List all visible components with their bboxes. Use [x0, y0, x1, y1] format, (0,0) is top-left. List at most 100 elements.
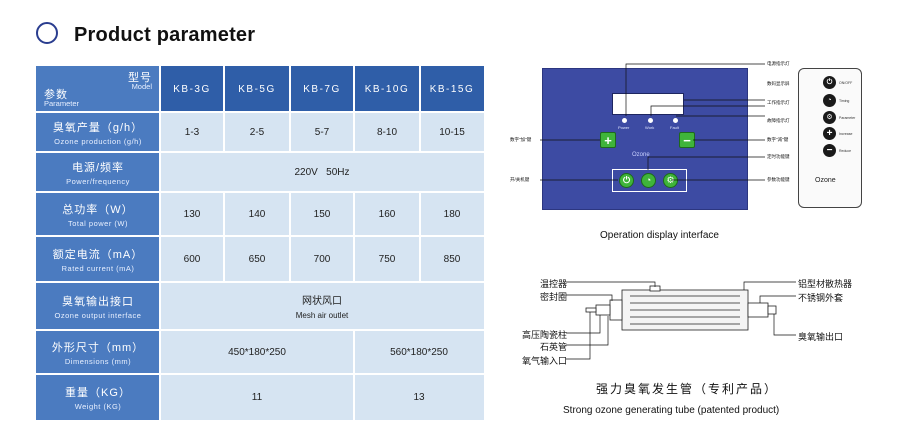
timing-button[interactable]: ◔	[641, 173, 656, 188]
row-label-en: Total power (W)	[67, 218, 128, 228]
grid-line	[36, 329, 484, 331]
power-led-label: Power	[618, 125, 630, 130]
work-led-icon	[648, 118, 653, 123]
callout-decrease-key: 数字"减"键	[767, 137, 789, 142]
remote-power-key[interactable]: ⏻	[823, 76, 836, 89]
grid-line	[36, 191, 484, 193]
grid-line	[36, 151, 484, 153]
digital-display	[612, 93, 684, 115]
table-cell: 2-5	[224, 112, 290, 152]
table-cell: 560*180*250	[354, 330, 484, 374]
output-interface-en: Mesh air outlet	[295, 311, 349, 320]
section-circle-icon	[36, 22, 58, 44]
fault-led-icon	[673, 118, 678, 123]
row-label: 额定电流（mA） Rated current (mA)	[36, 236, 160, 282]
row-label-zh: 外形尺寸（mm）	[51, 341, 145, 354]
table-cell: 180	[420, 192, 484, 236]
tube-caption-zh: 强力臭氧发生管（专利产品）	[596, 382, 779, 396]
tube-label-ceramic-column: 高压陶瓷柱	[522, 330, 568, 340]
remote-key-label: ON/OFF	[839, 81, 853, 85]
table-cell: 140	[224, 192, 290, 236]
model-header: KB-15G	[420, 66, 484, 112]
row-label: 臭氧产量（g/h） Ozone production (g/h)	[36, 112, 160, 152]
corner-param-en: Parameter	[44, 99, 80, 108]
row-label-zh: 电源/频率	[71, 161, 125, 174]
model-header: KB-5G	[224, 66, 290, 112]
work-led-label: Work	[645, 125, 655, 130]
remote-brand-text: Ozone	[815, 177, 836, 184]
corner-model-zh: 型号	[128, 72, 152, 84]
table-cell: 750	[354, 236, 420, 282]
table-cell: 13	[354, 374, 484, 420]
callout-timing-key: 定时功能键	[767, 154, 790, 159]
fault-led-label: Fault	[670, 125, 679, 130]
grid-line	[223, 192, 225, 282]
table-corner-cell: 型号 Model 参数 Parameter	[36, 66, 160, 112]
row-label-zh: 总功率（W）	[62, 203, 134, 216]
power-toggle-button[interactable]: ⏻	[619, 173, 634, 188]
page-title: Product parameter	[74, 24, 256, 46]
remote-key-label: Increase	[839, 132, 853, 136]
grid-line	[289, 192, 291, 282]
callout-fault-indicator: 故障指示灯	[767, 118, 790, 123]
table-cell: 130	[160, 192, 224, 236]
row-label-zh: 臭氧输出接口	[62, 295, 134, 308]
corner-model-en: Model	[131, 82, 152, 91]
remote-key-label: Reduce	[839, 149, 852, 153]
remote-timing-key[interactable]: ◔	[823, 94, 836, 107]
increase-button[interactable]: +	[600, 132, 616, 148]
table-cell: 450*180*250	[160, 330, 354, 374]
tube-label-aluminum-radiator: 铝型材散热器	[798, 279, 853, 289]
callout-power-key: 开/关机键	[510, 177, 530, 182]
remote-decrease-key[interactable]: −	[823, 144, 836, 157]
grid-line	[159, 66, 161, 420]
callout-increase-key: 数字"加"键	[510, 137, 532, 142]
table-cell: 8-10	[354, 112, 420, 152]
grid-line	[36, 281, 484, 283]
grid-line	[289, 66, 291, 152]
table-cell-merged: 网状风口 Mesh air outlet	[160, 282, 484, 330]
remote-key-label: Timing	[839, 99, 850, 103]
panel-caption: Operation display interface	[600, 230, 719, 241]
remote-key-label: Parameter	[839, 116, 856, 120]
table-cell-merged: 220V 50Hz	[160, 152, 484, 192]
model-header: KB-3G	[160, 66, 224, 112]
row-label-en: Ozone production (g/h)	[54, 136, 142, 146]
corner-param-zh: 参数	[44, 89, 68, 101]
grid-line	[36, 235, 484, 237]
table-cell: 1-3	[160, 112, 224, 152]
tube-label-steel-jacket: 不锈钢外套	[798, 293, 844, 303]
table-cell: 150	[290, 192, 354, 236]
remote-parameter-key[interactable]: ⚙	[823, 111, 836, 124]
table-cell: 10-15	[420, 112, 484, 152]
grid-line	[353, 66, 355, 152]
table-cell: 600	[160, 236, 224, 282]
grid-line	[223, 66, 225, 152]
row-label: 臭氧输出接口 Ozone output interface	[36, 282, 160, 330]
table-cell: 850	[420, 236, 484, 282]
row-label-en: Rated current (mA)	[61, 263, 135, 273]
tube-label-ozone-outlet: 臭氧输出口	[798, 332, 844, 342]
row-label-zh: 臭氧产量（g/h）	[52, 121, 144, 134]
row-label-zh: 额定电流（mA）	[52, 248, 144, 261]
grid-line	[36, 111, 484, 113]
tube-label-quartz-tube: 石英管	[540, 342, 568, 352]
model-header: KB-10G	[354, 66, 420, 112]
remote-increase-key[interactable]: +	[823, 127, 836, 140]
parameter-button[interactable]: ⚙	[663, 173, 678, 188]
tube-label-oxygen-inlet: 氧气输入口	[522, 356, 568, 366]
power-led-icon	[622, 118, 627, 123]
row-label-en: Ozone output interface	[54, 310, 142, 320]
table-cell: 5-7	[290, 112, 354, 152]
table-cell: 650	[224, 236, 290, 282]
row-label-en: Power/frequency	[66, 176, 130, 186]
callout-work-indicator: 工作指示灯	[767, 100, 790, 105]
grid-line	[419, 192, 421, 282]
model-header: KB-7G	[290, 66, 354, 112]
callout-parameter-key: 参数功能键	[767, 177, 790, 182]
tube-label-thermostat: 温控器	[540, 279, 568, 289]
row-label-en: Dimensions (mm)	[64, 356, 132, 366]
parameter-table: 型号 Model 参数 Parameter KB-3G KB-5G KB-7G …	[36, 66, 484, 420]
decrease-button[interactable]: −	[679, 132, 695, 148]
tube-label-seal-ring: 密封圈	[540, 292, 568, 302]
